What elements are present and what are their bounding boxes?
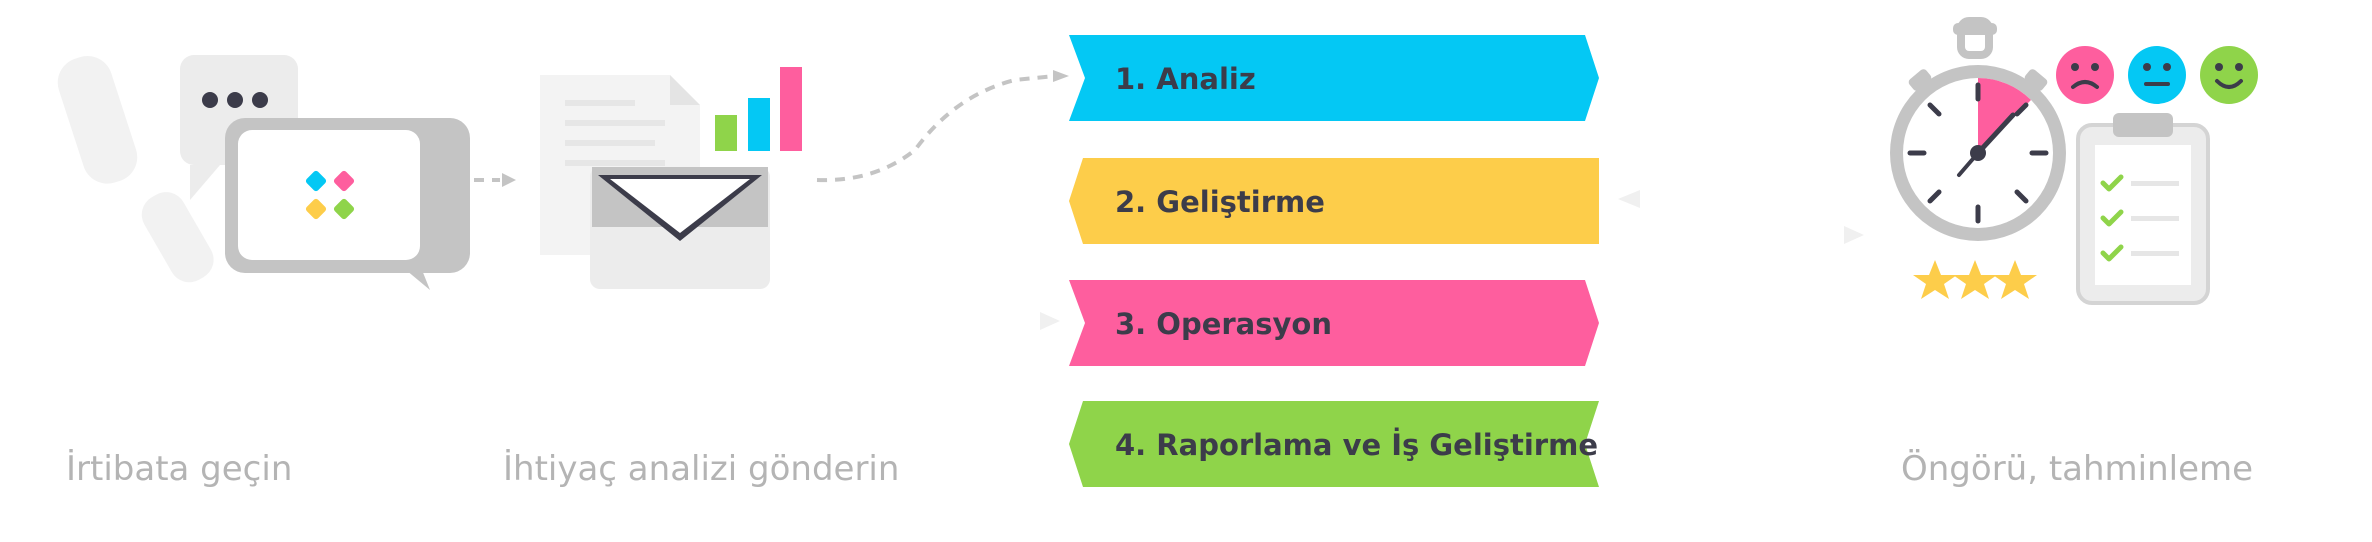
banner-shape [1069, 158, 1599, 244]
connector-2 [816, 70, 1069, 183]
forecast-step [1890, 15, 2315, 315]
phase-banner-gelistirme: 2. Geliştirme [1069, 158, 1599, 244]
arrow-hint-left [1618, 190, 1640, 208]
phase-label: 3. Operasyon [1115, 307, 1332, 341]
contact-step-label: İrtibata geçin [66, 449, 293, 489]
phase-label: 4. Raporlama ve İş Geliştirme [1115, 428, 1598, 462]
envelope-chart-icon [540, 67, 802, 289]
phase-label: 2. Geliştirme [1115, 185, 1325, 219]
forecast-step-label: Öngörü, tahminleme [1901, 449, 2254, 489]
arrow-hint-mid [1040, 312, 1060, 330]
phase-label: 1. Analiz [1115, 62, 1256, 96]
stopwatch-feedback-icon [1890, 17, 2258, 305]
banner-shape [1069, 280, 1599, 366]
arrow-hint-right [1844, 226, 1864, 244]
connector-1 [420, 173, 516, 187]
chat-bubbles-icon [57, 55, 470, 290]
phase-banner-analiz: 1. Analiz [1069, 35, 1599, 121]
banner-shape [1069, 35, 1599, 121]
banner-shape [1069, 401, 1599, 487]
needs-step [530, 55, 830, 315]
phase-banner-raporlama: 4. Raporlama ve İş Geliştirme [1069, 401, 1599, 487]
needs-step-label: İhtiyaç analizi gönderin [503, 449, 900, 489]
phase-banner-operasyon: 3. Operasyon [1069, 280, 1599, 366]
contact-step [57, 40, 500, 300]
